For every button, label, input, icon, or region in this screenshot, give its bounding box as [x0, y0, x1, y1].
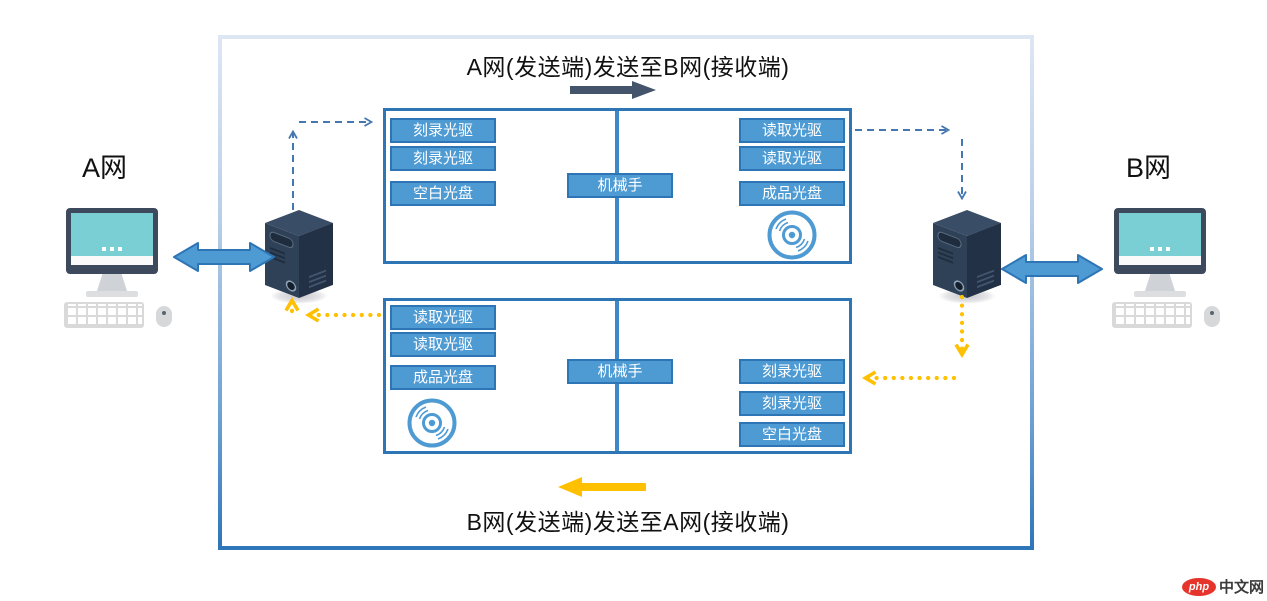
finished-disc-slot: 成品光盘 — [739, 181, 845, 206]
chamber-a-to-b: 刻录光驱 刻录光驱 空白光盘 机械手 读取光驱 读取光驱 成品光盘 — [383, 108, 852, 264]
flow-title-b-to-a: B网(发送端)发送至A网(接收端) — [466, 509, 790, 535]
monitor-chin — [1119, 256, 1201, 265]
mouse-icon — [156, 306, 172, 327]
left-arrow-icon — [558, 477, 646, 497]
desktop-computer-b-icon — [1112, 208, 1234, 330]
network-a-label: A网 — [82, 153, 128, 183]
desktop-computer-a-icon — [64, 208, 186, 330]
ellipsis-dots-icon — [1150, 247, 1170, 251]
finished-disc-slot: 成品光盘 — [390, 365, 496, 390]
blank-disc-slot: 空白光盘 — [390, 181, 496, 206]
keyboard-icon — [64, 302, 144, 328]
burn-drive-slot: 刻录光驱 — [390, 146, 496, 171]
read-drive-slot: 读取光驱 — [390, 332, 496, 357]
monitor-screen — [71, 213, 153, 256]
read-drive-slot: 读取光驱 — [739, 118, 845, 143]
robot-arm-slot: 机械手 — [567, 173, 673, 198]
lan-link-arrow-a-icon — [173, 242, 275, 272]
burn-drive-slot: 刻录光驱 — [390, 118, 496, 143]
monitor-icon — [66, 208, 158, 274]
network-b-label: B网 — [1126, 153, 1172, 183]
keyboard-icon — [1112, 302, 1192, 328]
site-logo: php 中文网 — [1182, 576, 1264, 597]
php-logo-badge: php — [1182, 577, 1216, 596]
mouse-icon — [1204, 306, 1220, 327]
lan-link-arrow-b-icon — [1001, 254, 1103, 284]
burn-drive-slot: 刻录光驱 — [739, 391, 845, 416]
monitor-chin — [71, 256, 153, 265]
monitor-base — [1134, 291, 1186, 297]
read-drive-slot: 读取光驱 — [739, 146, 845, 171]
monitor-screen — [1119, 213, 1201, 256]
cd-icon — [767, 210, 817, 260]
monitor-stand — [97, 274, 127, 291]
monitor-base — [86, 291, 138, 297]
site-logo-text: 中文网 — [1219, 579, 1265, 596]
server-tower-a-icon — [265, 210, 333, 299]
cd-icon — [407, 398, 457, 448]
flow-title-a-to-b: A网(发送端)发送至B网(接收端) — [466, 54, 790, 80]
server-tower-b-icon — [933, 210, 1001, 299]
right-arrow-icon — [570, 81, 656, 99]
burn-drive-slot: 刻录光驱 — [739, 359, 845, 384]
monitor-stand — [1145, 274, 1175, 291]
read-drive-slot: 读取光驱 — [390, 305, 496, 330]
robot-arm-slot: 机械手 — [567, 359, 673, 384]
ellipsis-dots-icon — [102, 247, 122, 251]
chamber-b-to-a: 读取光驱 读取光驱 成品光盘 机械手 刻录光驱 刻录光驱 空白光盘 — [383, 298, 852, 454]
monitor-icon — [1114, 208, 1206, 274]
blank-disc-slot: 空白光盘 — [739, 422, 845, 447]
